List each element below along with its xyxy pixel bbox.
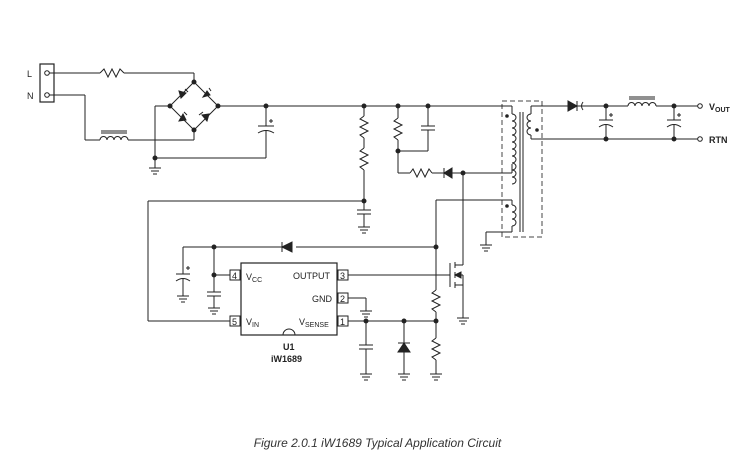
- bridge-return: [149, 106, 266, 175]
- transformer: [500, 100, 543, 238]
- pin-4-number: 4: [232, 271, 237, 281]
- pin-vsense-label: VSENSE: [299, 317, 329, 329]
- mosfet: [449, 256, 469, 325]
- pin-vcc-label: VCC: [246, 272, 262, 284]
- vin-divider: [147, 106, 371, 322]
- pin-2-number: 2: [340, 294, 345, 304]
- aux-winding-wiring: [435, 199, 512, 252]
- vout-label: VOUT: [709, 102, 731, 114]
- output-inductor: [627, 102, 657, 107]
- vcc-diode: [280, 241, 293, 253]
- gnd-pin-wiring: [348, 297, 372, 318]
- pin-3-number: 3: [340, 271, 345, 281]
- ic-ref-label: U1: [283, 342, 295, 352]
- output-stage: [531, 96, 703, 142]
- pin-1-number: 1: [340, 317, 345, 327]
- pin-vin-label: VIN: [246, 317, 259, 329]
- bridge-rectifier: [155, 79, 240, 133]
- neutral-terminal-label: N: [27, 91, 34, 101]
- gate-drive: [348, 247, 450, 288]
- pin-gnd-label: GND: [312, 294, 333, 304]
- ic-part-label: iW1689: [271, 354, 302, 364]
- hv-rail: [240, 103, 512, 109]
- input-connector: [39, 63, 55, 103]
- line-terminal-label: L: [27, 69, 32, 79]
- rcd-snubber: [392, 106, 500, 179]
- vcc-supply: [175, 241, 439, 315]
- vsense-network: [348, 288, 442, 381]
- ic-u1: [229, 262, 349, 336]
- input-line-wiring: [49, 67, 195, 141]
- rtn-label: RTN: [709, 135, 728, 145]
- input-resistor: [99, 67, 125, 79]
- output-diode: [567, 100, 579, 112]
- pin-output-label: OUTPUT: [293, 271, 331, 281]
- common-mode-choke: [99, 136, 129, 141]
- pin-5-number: 5: [232, 317, 237, 327]
- bulk-capacitor: [257, 106, 275, 158]
- figure-caption: Figure 2.0.1 iW1689 Typical Application …: [253, 436, 502, 450]
